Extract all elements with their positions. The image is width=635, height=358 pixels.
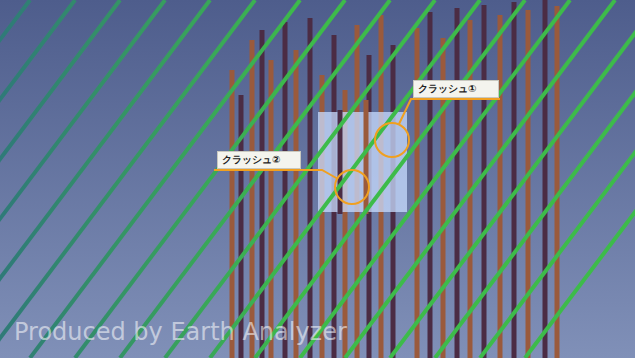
callout-label: クラッシュ② [222, 153, 296, 167]
callout-box: クラッシュ① [413, 80, 499, 98]
callout-label: クラッシュ① [418, 82, 494, 96]
watermark: Produced by Earth Analyzer [14, 318, 347, 346]
callout-box: クラッシュ② [217, 151, 301, 169]
